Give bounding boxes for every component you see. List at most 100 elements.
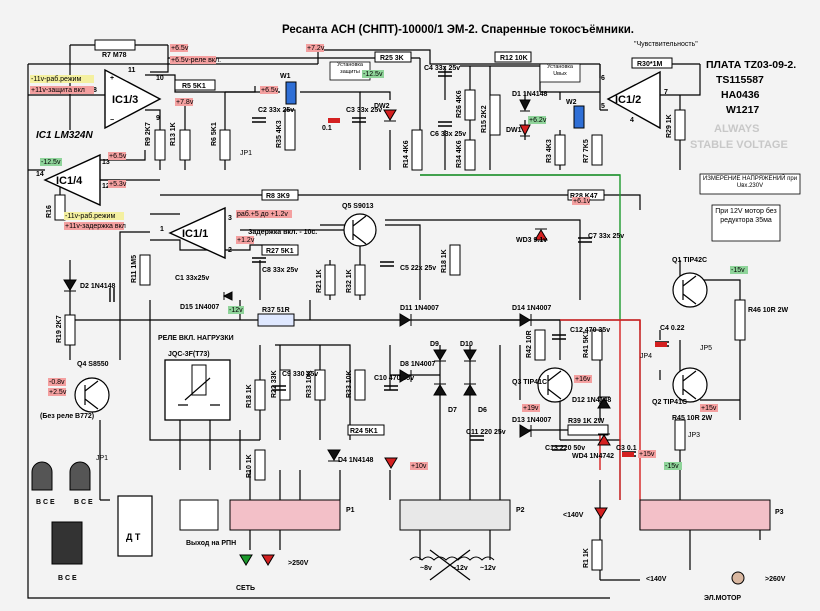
note-boxes: ИЗМЕРЕНИЕ НАПРЯЖЕНИЙ при Uвх.230V При 12… <box>329 61 801 242</box>
r15-label: R15 2K2 <box>481 105 488 133</box>
v-11: -11v-раб.режим <box>31 75 81 83</box>
jp1-b: JP1 <box>96 455 108 462</box>
diode-labels: D2 1N4148 D4 1N4148 D11 1N4007 D14 1N400… <box>80 73 614 464</box>
wd3-label: WD3 9.1v <box>516 237 547 244</box>
pin-1: 1 <box>160 226 164 233</box>
r8-label: R8 3K9 <box>266 193 290 200</box>
pin-5: 5 <box>601 103 605 110</box>
trimmer-w2[interactable] <box>573 105 585 129</box>
v-65b: +6.5v <box>261 87 279 94</box>
ic14-triangle <box>43 153 101 207</box>
voltage-tags: +6.5v +6.5v-реле вкл. +7.2v -12.5v +7.8v… <box>30 44 786 583</box>
v-25: +2.5v <box>49 389 67 396</box>
r13-label: R13 1K <box>170 122 177 146</box>
q5-label: Q5 S9013 <box>342 203 374 210</box>
r33-label: R33 10K <box>306 370 313 398</box>
p3-connector <box>639 499 771 531</box>
output-rpn-label: Выход на РПН <box>186 540 236 547</box>
c4b-label: C4 0.22 <box>660 325 685 332</box>
r39-label: R39 1K 2W <box>568 418 605 425</box>
r25-label: R25 3K <box>380 55 404 62</box>
motor-note: При 12V мотор без редуктора 35ма <box>715 208 777 224</box>
v-8b: ~8v <box>420 565 432 572</box>
pins-label-1: B C E <box>36 499 55 506</box>
q3-label: Q3 TIP41C <box>512 379 547 386</box>
d10-label: D10 <box>460 341 473 348</box>
q2-label: Q2 TIP41C <box>652 399 687 406</box>
motor-label: ЭЛ.МОТОР <box>704 595 741 602</box>
r29-label: R29 1K <box>666 114 673 138</box>
tip-package-icon <box>51 521 83 565</box>
r11-label: R11 1M5 <box>131 255 138 283</box>
v-250: >250V <box>288 560 309 567</box>
p2-connector <box>399 499 511 531</box>
ic13-triangle <box>104 68 162 130</box>
d13-label: D13 1N4007 <box>512 417 551 424</box>
d14-label: D14 1N4007 <box>512 305 551 312</box>
w2-label: W2 <box>566 99 577 106</box>
v-53: +5.3v <box>109 181 127 188</box>
c11-label: C11 220 25v <box>466 429 506 436</box>
v-61: +6.1v <box>573 198 591 205</box>
c1-label: C1 33x25v <box>175 275 209 282</box>
r18b-label: R18 1K <box>246 384 253 408</box>
pin-4: 4 <box>630 117 634 124</box>
c1-red-cap <box>328 118 340 123</box>
r10-label: R10 1K <box>246 454 253 478</box>
r22-label: R22 33K <box>271 370 278 398</box>
w1-label: W1 <box>280 73 291 80</box>
s8550-package-icon <box>31 461 53 491</box>
d4-label: D4 1N4148 <box>338 457 374 464</box>
r9-label: R9 2K7 <box>145 122 152 146</box>
q3-body <box>537 367 573 403</box>
trimmer-w1[interactable] <box>285 81 297 105</box>
c3-red-cap <box>622 452 634 457</box>
c6-label: C6 33x 25v <box>430 131 466 138</box>
ic11-label: IC1/1 <box>182 228 208 240</box>
pin-6: 6 <box>601 75 605 82</box>
connectors: P1 P2 P3 Выход на РПН СЕТЬ ЭЛ.МОТОР <box>179 499 784 602</box>
r42-label: R42 10R <box>526 330 533 358</box>
pin-2: 2 <box>228 247 232 254</box>
board-info: ПЛАТА TZ03-09-2. TS115587 HA0436 W1217 A… <box>690 59 796 151</box>
pin-10: 10 <box>156 75 164 82</box>
board-line-3: HA0436 <box>721 89 760 101</box>
p2-label: P2 <box>516 507 525 514</box>
r27-label: R27 5K1 <box>266 248 294 255</box>
v-140: <140V <box>563 512 584 519</box>
transistor-labels: Q5 S9013 Q4 S8550 Q1 TIP42C Q3 TIP41C Q2… <box>77 203 707 406</box>
v-11b: +11v-защита вкл <box>31 87 85 94</box>
r3-label: R3 4K3 <box>546 139 553 163</box>
svg-text:+: + <box>110 75 114 82</box>
q4-body <box>74 377 110 413</box>
ic14-label: IC1/4 <box>56 175 83 187</box>
r24-label: R24 5K1 <box>350 428 378 435</box>
pin-numbers: 8 11 10 9 6 5 7 4 13 12 14 1 2 3 <box>36 67 668 254</box>
c3b-label: C3 0.1 <box>616 445 637 452</box>
d9-label: D9 <box>430 341 439 348</box>
d11-label: D11 1N4007 <box>400 305 439 312</box>
led-kr-icon <box>384 457 398 469</box>
r19-label: R19 2K7 <box>56 315 63 343</box>
r26-label: R26 4K6 <box>456 90 463 118</box>
jp4: JP4 <box>640 353 652 360</box>
board-line-1: ПЛАТА TZ03-09-2. <box>706 59 796 71</box>
wd4-label: WD4 1N4742 <box>572 453 614 460</box>
v-11d: +11v-задержка вкл <box>65 223 126 230</box>
pin-14: 14 <box>36 171 44 178</box>
dw2-label: DW2 <box>374 103 390 110</box>
r5-label: R5 5K1 <box>182 83 206 90</box>
c12-label: C12 470 35v <box>570 327 610 334</box>
c10-label: C10 470 35v <box>374 375 414 382</box>
v-15b: +15v <box>701 405 717 412</box>
led-140-icon <box>594 507 608 519</box>
page-title: Ресанта АСН (СНПТ)-10000/1 ЭМ-2. Спаренн… <box>282 24 634 36</box>
q5-body <box>343 213 377 247</box>
pin-3: 3 <box>228 215 232 222</box>
pin-11: 11 <box>128 67 136 74</box>
op-amps: IC1/3 + − IC1/2 IC1/4 IC1/1 IC1 LM324N <box>36 68 661 260</box>
jp5: JP5 <box>700 345 712 352</box>
board-line-4: W1217 <box>726 104 759 116</box>
